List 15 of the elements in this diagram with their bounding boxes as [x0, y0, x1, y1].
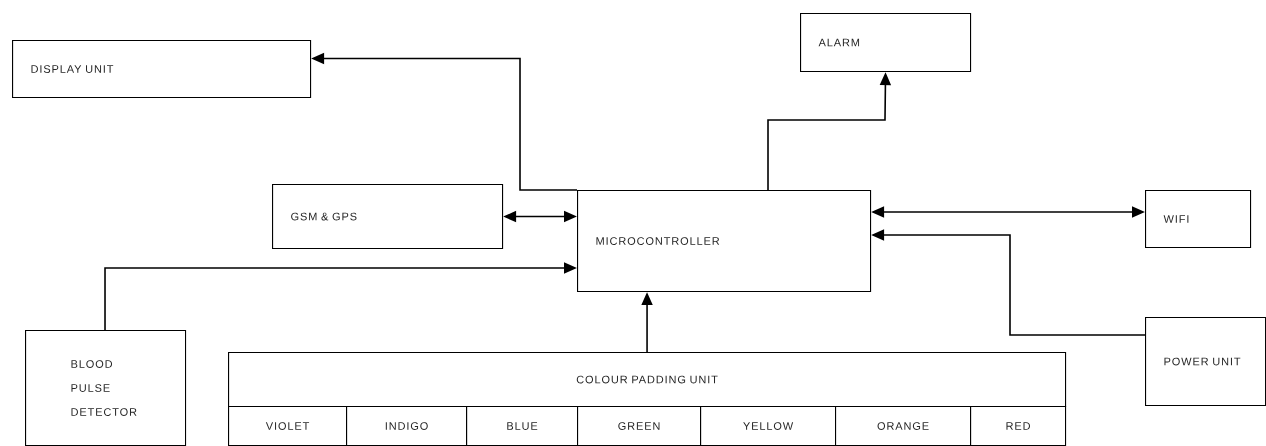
colour-cell: BLUE [466, 406, 579, 446]
colour-cell: VIOLET [228, 406, 348, 446]
module-box: GSM & GPS [272, 184, 504, 250]
unit-header-box: COLOUR PADDING UNIT [228, 352, 1067, 408]
colour-cell: YELLOW [700, 406, 837, 446]
alarm-box: ALARM [800, 13, 972, 73]
colour-cell: ORANGE [835, 406, 972, 446]
power-box: POWER UNIT [1145, 317, 1266, 407]
detector-box: BLOOD PULSE DETECTOR [25, 330, 187, 446]
colour-cell: INDIGO [346, 406, 468, 446]
colour-cell: GREEN [577, 406, 702, 446]
colour-cell: RED [970, 406, 1067, 446]
module-box: WIFI [1145, 190, 1252, 249]
controller-box: MICROCONTROLLER [577, 190, 872, 293]
display-box: DISPLAY UNIT [12, 40, 312, 99]
